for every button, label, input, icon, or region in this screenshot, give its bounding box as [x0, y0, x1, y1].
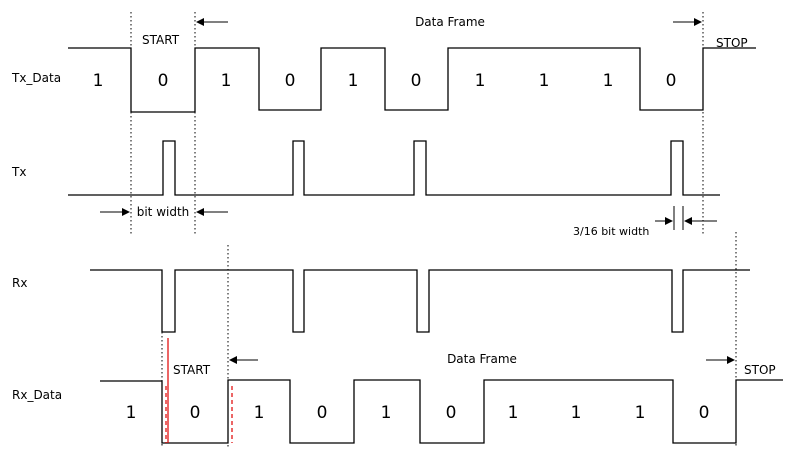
signal-label-tx-data: Tx_Data: [11, 71, 61, 85]
rx-data-bits: 1 0 1 0 1 0 1 1 1 0: [126, 403, 710, 423]
tx-bit: 1: [93, 71, 104, 91]
tx-bit: 1: [475, 71, 486, 91]
tx-bit: 0: [285, 71, 296, 91]
tx-data-waveform: [68, 47, 756, 113]
tx-bit: 1: [221, 71, 232, 91]
tx-bit: 0: [158, 71, 169, 91]
signal-label-rx: Rx: [12, 276, 27, 290]
bit-width-label: bit width: [137, 205, 190, 219]
rx-bit: 1: [254, 403, 265, 423]
tx-bit: 0: [666, 71, 677, 91]
rx-bit: 1: [571, 403, 582, 423]
rx-bit: 1: [126, 403, 137, 423]
rx-bit: 0: [699, 403, 710, 423]
rx-data-waveform: [100, 379, 783, 444]
rx-bit: 0: [317, 403, 328, 423]
tx-bit: 1: [603, 71, 614, 91]
rx-bit: 1: [635, 403, 646, 423]
tx-bit: 1: [539, 71, 550, 91]
pulse-width-label: 3/16 bit width: [573, 225, 649, 238]
tx-waveform: [68, 140, 720, 196]
tx-data-bits: 1 0 1 0 1 0 1 1 1 0: [93, 71, 677, 91]
tx-stop-label: STOP: [716, 36, 748, 50]
rx-bit: 1: [381, 403, 392, 423]
tx-bit: 1: [348, 71, 359, 91]
tx-start-label: START: [142, 33, 180, 47]
rx-bit: 1: [508, 403, 519, 423]
tx-data-frame-label: Data Frame: [415, 15, 485, 29]
rx-start-label: START: [173, 363, 211, 377]
signal-label-tx: Tx: [11, 165, 26, 179]
rx-stop-label: STOP: [744, 363, 776, 377]
rx-bit: 0: [446, 403, 457, 423]
signal-label-rx-data: Rx_Data: [12, 388, 62, 402]
tx-bit: 0: [411, 71, 422, 91]
rx-waveform: [90, 269, 750, 333]
rx-data-frame-label: Data Frame: [447, 352, 517, 366]
rx-bit: 0: [190, 403, 201, 423]
